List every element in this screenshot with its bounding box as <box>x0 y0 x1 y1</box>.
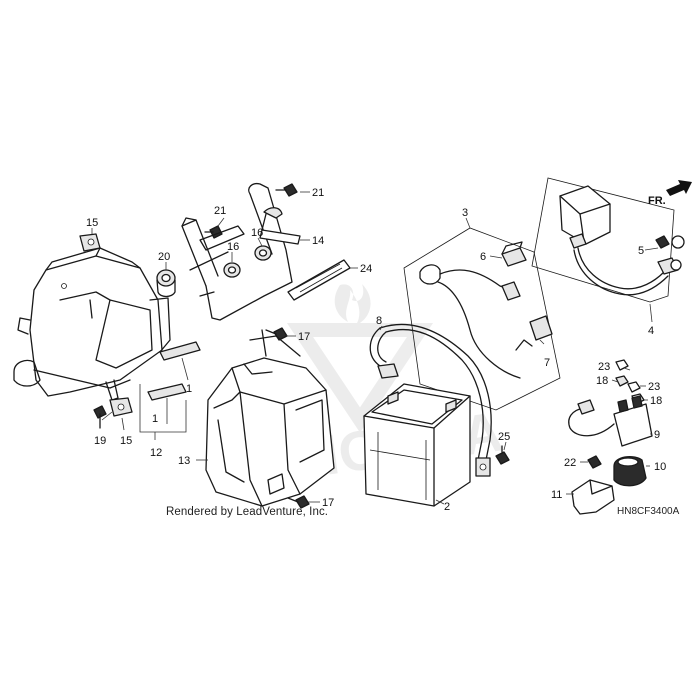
clip-15-bottom[interactable] <box>109 397 133 417</box>
callout-17-upper: 17 <box>298 331 310 343</box>
callout-13: 13 <box>178 455 190 467</box>
callout-18-upper: 18 <box>596 375 608 387</box>
front-arrow-icon <box>666 180 692 196</box>
callout-1-lower: 1 <box>152 413 158 425</box>
bolt-17-upper[interactable] <box>265 327 288 341</box>
callout-15-bottom: 15 <box>120 435 132 447</box>
relay-holder-10[interactable] <box>613 455 647 487</box>
callout-21-top: 21 <box>312 187 324 199</box>
terminal-cover[interactable] <box>559 185 611 245</box>
render-credit: Rendered by LeadVenture, Inc. <box>166 506 329 518</box>
strap-14[interactable] <box>259 207 301 245</box>
callout-4: 4 <box>648 325 654 337</box>
callout-15-top: 15 <box>86 217 98 229</box>
starter-cable-3[interactable] <box>419 264 553 379</box>
bolt-21-left[interactable] <box>204 225 223 239</box>
callout-2: 2 <box>444 501 450 513</box>
rubber-pad-1-upper[interactable] <box>159 341 201 361</box>
grommet-20[interactable] <box>156 269 176 298</box>
callout-12: 12 <box>150 447 162 459</box>
callout-22: 22 <box>564 457 576 469</box>
battery-band-wire[interactable] <box>181 182 293 321</box>
callout-23-right: 23 <box>648 381 660 393</box>
starter-cable-4[interactable] <box>569 233 682 296</box>
nut-23-upper[interactable] <box>615 359 629 371</box>
grommet-16-left[interactable] <box>223 262 241 278</box>
callout-5: 5 <box>638 245 644 257</box>
callout-3: 3 <box>462 207 468 219</box>
ground-cable-8[interactable] <box>369 323 492 477</box>
grommet-16-right[interactable] <box>254 245 272 261</box>
battery-tray[interactable] <box>13 247 171 401</box>
rubber-pad-1-lower[interactable] <box>147 383 187 401</box>
callout-6: 6 <box>480 251 486 263</box>
starter-relay-9[interactable] <box>568 395 653 447</box>
diagram-code: HN8CF3400A <box>617 506 680 517</box>
callout-17-lower: 17 <box>322 497 334 509</box>
connector-6[interactable] <box>501 241 527 267</box>
clip-15-top[interactable] <box>79 228 101 252</box>
callout-1-upper: 1 <box>186 383 192 395</box>
bolt-22[interactable] <box>587 455 602 469</box>
battery-case-13[interactable] <box>205 329 335 507</box>
callout-labels: 21 21 15 16 16 14 20 24 17 17 1 1 12 13 … <box>86 187 666 513</box>
callout-25: 25 <box>498 431 510 443</box>
bracket-11[interactable] <box>571 479 615 515</box>
callout-8: 8 <box>376 315 382 327</box>
callout-11: 11 <box>551 489 562 501</box>
callout-24: 24 <box>360 263 372 275</box>
callout-20: 20 <box>158 251 170 263</box>
callout-7: 7 <box>544 357 550 369</box>
battery-2[interactable] <box>363 383 471 507</box>
callout-23-upper: 23 <box>598 361 610 373</box>
callout-16-left: 16 <box>227 241 239 253</box>
leader-lines <box>101 191 659 505</box>
group-bracket-12 <box>139 384 187 440</box>
bolt-25[interactable] <box>495 445 510 465</box>
bolt-19[interactable] <box>93 405 107 429</box>
callout-14: 14 <box>312 235 324 247</box>
callout-9: 9 <box>654 429 660 441</box>
nut-18-upper[interactable] <box>615 375 629 387</box>
cable-frame-4 <box>531 177 675 303</box>
front-direction-label: FR. <box>648 195 666 207</box>
callout-19: 19 <box>94 435 106 447</box>
bolt-5[interactable] <box>655 235 685 249</box>
bolt-21-top[interactable] <box>275 183 298 197</box>
nut-23-right[interactable] <box>627 381 641 393</box>
bolt-17-lower[interactable] <box>287 495 310 509</box>
callout-10: 10 <box>654 461 666 473</box>
callout-16-right-label: 16 <box>251 227 263 239</box>
callout-21-left: 21 <box>214 205 226 217</box>
callout-18-lower: 18 <box>650 395 662 407</box>
